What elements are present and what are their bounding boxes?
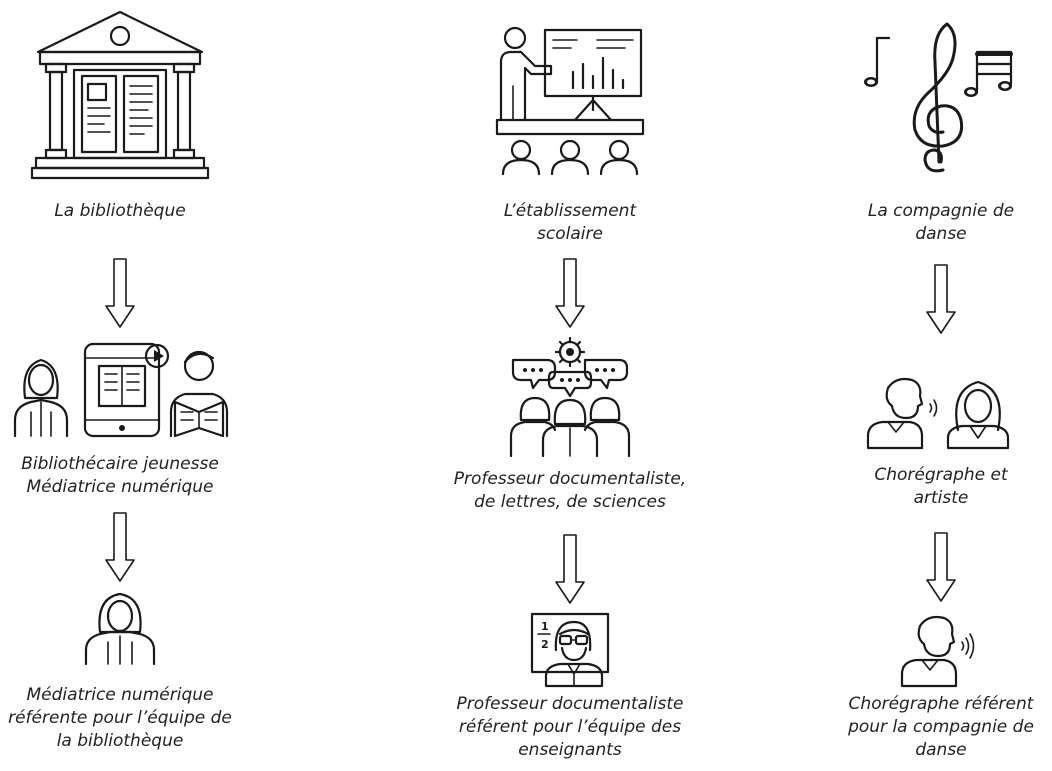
step-label-line: Médiatrice numérique bbox=[26, 477, 214, 497]
step-label-line: référent pour l’équipe des bbox=[458, 717, 682, 737]
mediator-person-icon bbox=[82, 592, 158, 666]
step-label-line: Médiatrice numérique bbox=[26, 685, 214, 705]
column-library: La bibliothèque Bi bbox=[0, 0, 240, 771]
librarians-digital-media-icon bbox=[7, 340, 233, 440]
step-label: Chorégraphe et artiste bbox=[830, 464, 1052, 510]
step-label-line: de lettres, de sciences bbox=[474, 492, 666, 512]
down-arrow-icon bbox=[105, 512, 135, 582]
step-label: Professeur documentaliste référent pour … bbox=[410, 693, 730, 762]
step-label-line: Chorégraphe et bbox=[874, 465, 1008, 485]
choreographer-speaking-icon bbox=[900, 612, 982, 688]
step-label-line: artiste bbox=[913, 488, 969, 508]
step-label-line: pour la compagnie de bbox=[848, 717, 1034, 737]
step-label: Professeur documentaliste, de lettres, d… bbox=[410, 468, 730, 514]
library-building-icon bbox=[30, 8, 210, 180]
music-notes-icon bbox=[861, 20, 1021, 176]
step-label: La compagnie de danse bbox=[830, 200, 1052, 246]
down-arrow-icon bbox=[555, 258, 585, 328]
step-label: Bibliothécaire jeunesse Médiatrice numér… bbox=[0, 453, 240, 499]
step-label-line: Chorégraphe référent bbox=[848, 694, 1034, 714]
step-label-line: danse bbox=[915, 224, 967, 244]
step-label: Médiatrice numérique référente pour l’éq… bbox=[0, 684, 240, 753]
step-label-line: Bibliothécaire jeunesse bbox=[21, 454, 219, 474]
down-arrow-icon bbox=[555, 534, 585, 604]
step-label-line: danse bbox=[915, 740, 967, 760]
down-arrow-icon bbox=[926, 532, 956, 602]
step-label-line: L’établissement bbox=[503, 201, 637, 221]
column-school: L’établissement scolaire Professeur docu… bbox=[410, 0, 730, 771]
school-presentation-icon bbox=[495, 26, 645, 176]
step-label-line: La compagnie de bbox=[867, 201, 1015, 221]
step-label-line: référente pour l’équipe de bbox=[8, 708, 232, 728]
step-label-line: enseignants bbox=[518, 740, 622, 760]
column-dance-company: La compagnie de danse Chorégraphe et art… bbox=[830, 0, 1052, 771]
down-arrow-icon bbox=[926, 264, 956, 334]
step-label-line: Professeur documentaliste bbox=[456, 694, 684, 714]
down-arrow-icon bbox=[105, 258, 135, 328]
step-label-line: La bibliothèque bbox=[54, 201, 186, 221]
step-label-line: la bibliothèque bbox=[56, 731, 184, 751]
step-label: Chorégraphe référent pour la compagnie d… bbox=[830, 693, 1052, 762]
step-label-line: Professeur documentaliste, bbox=[453, 469, 687, 489]
step-label-line: scolaire bbox=[537, 224, 603, 244]
teacher-board-icon: 1 2 bbox=[530, 612, 610, 688]
svg-text:1: 1 bbox=[541, 620, 549, 633]
step-label: La bibliothèque bbox=[0, 200, 240, 223]
choreographer-artist-icon bbox=[866, 374, 1016, 450]
teachers-team-gear-icon bbox=[509, 336, 631, 458]
step-label: L’établissement scolaire bbox=[410, 200, 730, 246]
svg-text:2: 2 bbox=[541, 638, 549, 651]
